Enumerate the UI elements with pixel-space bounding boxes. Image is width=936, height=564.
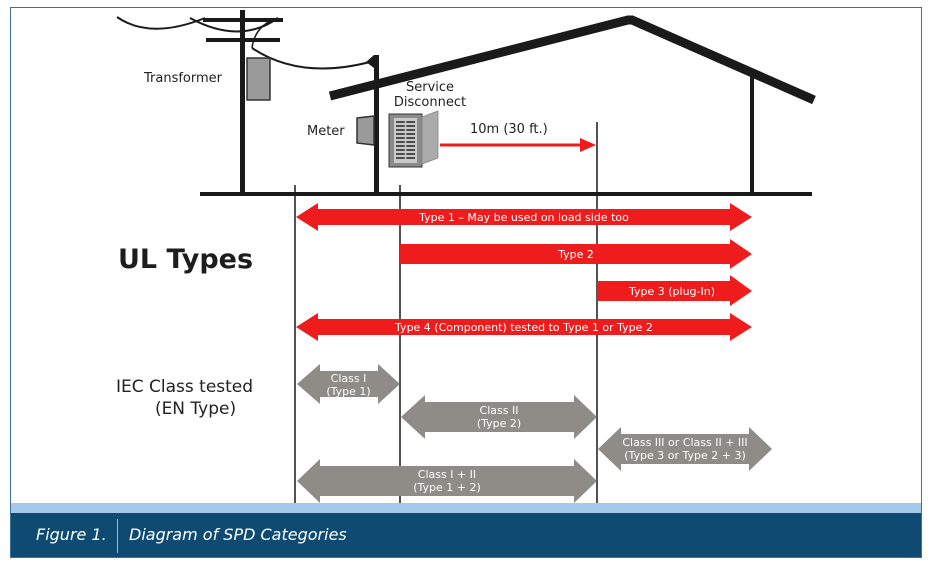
service-drop-line [251,47,371,70]
ul-types-heading: UL Types [118,244,254,275]
ul-type2-label: Type 2 [558,248,594,261]
iec-class3-line2: (Type 3 or Type 2 + 3) [624,449,746,462]
distance-arrow [440,138,596,152]
caption-accent-strip [11,503,921,513]
distance-label: 10m (30 ft.) [470,122,548,137]
house-wall-right [750,75,754,193]
transformer-icon [246,57,271,101]
iec-class1-2-label: Class I + II (Type 1 + 2) [297,468,597,494]
weatherhead-icon [366,55,374,68]
ul-type3-arrow [597,275,752,306]
iec-class2-arrow [401,395,597,439]
ul-type1-label: Type 1 – May be used on load side too [419,211,629,224]
utility-pole [203,10,283,193]
iec-class2-line1: Class II [479,404,519,417]
caption-divider [117,519,118,553]
service-disconnect-label: Service Disconnect [389,80,471,110]
house-wall-left [374,55,379,193]
power-line [251,17,279,49]
ul-type4-arrow [296,313,752,341]
iec-class2-label: Class II (Type 2) [401,404,597,430]
figure-caption: Figure 1. Diagram of SPD Categories [11,513,921,557]
service-disconnect-icon [388,110,439,168]
iec-heading-line2: (EN Type) [154,399,237,419]
ul-type2-arrow [400,239,752,269]
meter-label: Meter [307,124,345,139]
figure-title: Diagram of SPD Categories [129,525,347,544]
iec-class1-arrow [297,364,400,404]
iec-class3-label: Class III or Class II + III (Type 3 or T… [598,436,772,462]
iec-class1-2-line1: Class I + II [417,468,477,481]
iec-class1-2-arrow [297,459,597,503]
ground-line [200,192,812,196]
iec-class-heading: IEC Class tested (EN Type) [116,376,253,420]
figure-number: Figure 1. [36,525,107,544]
iec-class1-2-line2: (Type 1 + 2) [413,481,481,494]
ul-type1-arrow [296,203,752,231]
service-disconnect-label-line1: Service [405,80,455,95]
power-line [189,17,279,33]
service-disconnect-label-line2: Disconnect [393,95,467,110]
house-roof [328,15,816,105]
iec-class3-line1: Class III or Class II + III [622,436,748,449]
iec-class1-line1: Class I [330,372,367,385]
power-line [116,16,206,30]
meter-icon [356,115,375,146]
transformer-label: Transformer [144,71,223,86]
iec-class1-line2: (Type 1) [326,385,371,398]
iec-class2-line2: (Type 2) [476,417,522,430]
iec-heading-line1: IEC Class tested [116,377,254,397]
iec-class1-label: Class I (Type 1) [297,372,400,398]
iec-class3-arrow [598,427,772,471]
ul-type4-label: Type 4 (Component) tested to Type 1 or T… [395,321,653,334]
ul-type3-label: Type 3 (plug-In) [628,285,716,298]
